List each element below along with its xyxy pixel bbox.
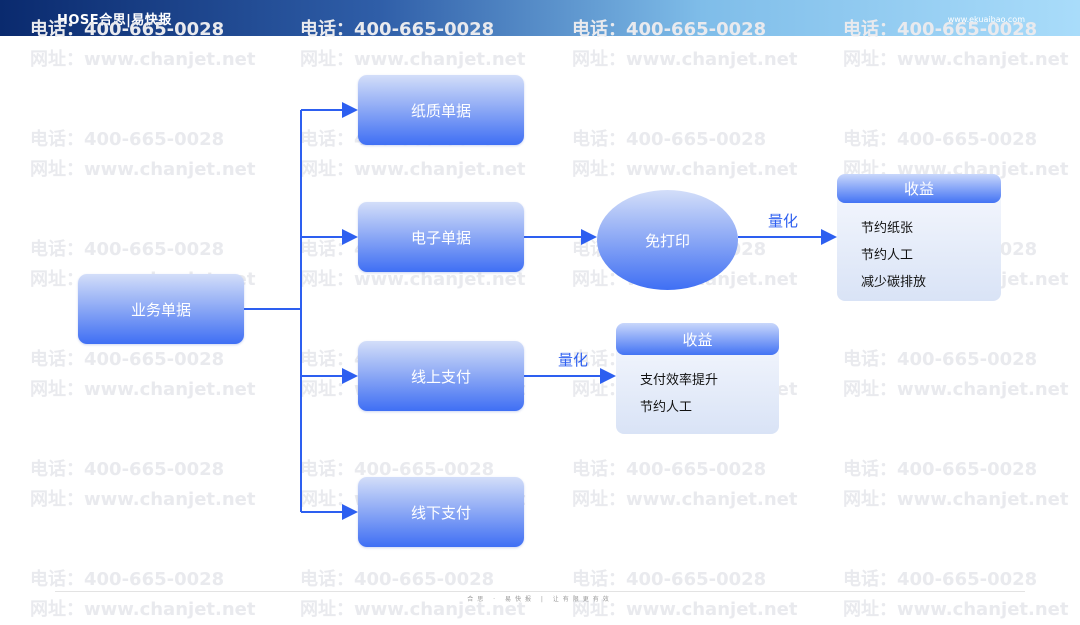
benefit-item: 节约纸张 [861,221,914,236]
watermark-phone: 电话：400-665-0028 [300,459,495,480]
root-node: 业务单据 [78,274,244,344]
watermark-phone: 电话：400-665-0028 [300,19,495,40]
watermark-phone: 电话：400-665-0028 [843,459,1038,480]
watermark-phone: 电话：400-665-0028 [843,129,1038,150]
node-offline-pay: 线下支付 [358,477,524,547]
watermark-web: 网址：www.chanjet.net [30,159,256,180]
watermark-phone: 电话：400-665-0028 [300,569,495,590]
watermark-web: 网址：www.chanjet.net [30,49,256,70]
watermark-phone: 电话：400-665-0028 [30,129,225,150]
watermark-phone: 电话：400-665-0028 [572,569,767,590]
watermark-web: 网址：www.chanjet.net [300,49,526,70]
benefit-title: 收益 [616,323,779,355]
watermark-phone: 电话：400-665-0028 [843,569,1038,590]
benefit-item: 减少碳排放 [861,275,927,290]
benefit-title: 收益 [837,174,1001,203]
footer-slogan: 合思 · 易快报 | 让有限更有效 [467,596,613,603]
quantify-label: 量化 [558,351,589,369]
watermark-web: 网址：www.chanjet.net [572,489,798,510]
watermark-phone: 电话：400-665-0028 [30,349,225,370]
watermark-phone: 电话：400-665-0028 [30,239,225,260]
connectors [244,102,837,520]
benefit-item: 节约人工 [640,400,693,415]
watermark-web: 网址：www.chanjet.net [843,49,1069,70]
watermark-phone: 电话：400-665-0028 [843,19,1038,40]
benefit-item: 节约人工 [861,248,914,263]
benefit-box-2: 收益 支付效率提升 节约人工 [616,323,779,434]
watermark-web: 网址：www.chanjet.net [30,379,256,400]
node-online-pay: 线上支付 [358,341,524,411]
footer-divider [55,591,1025,592]
node-paper: 纸质单据 [358,75,524,145]
benefit-box-1: 收益 节约纸张 节约人工 减少碳排放 [837,174,1001,301]
node-no-print: 免打印 [597,190,738,290]
watermark-web: 网址：www.chanjet.net [572,159,798,180]
watermark-phone: 电话：400-665-0028 [572,129,767,150]
benefit-item: 支付效率提升 [640,373,719,388]
watermark-phone: 电话：400-665-0028 [572,19,767,40]
watermark-phone: 电话：400-665-0028 [30,569,225,590]
header-bar: HOSE合思|易快报 www.ekuaibao.com [0,0,1080,36]
quantify-label: 量化 [768,212,799,230]
watermark-web: 网址：www.chanjet.net [30,489,256,510]
watermark-web: 网址：www.chanjet.net [843,379,1069,400]
watermark-phone: 电话：400-665-0028 [843,349,1038,370]
watermark-web: 网址：www.chanjet.net [300,269,526,290]
site-url: www.ekuaibao.com [947,15,1025,24]
watermark-web: 网址：www.chanjet.net [843,489,1069,510]
node-electronic: 电子单据 [358,202,524,272]
watermark-phone: 电话：400-665-0028 [30,459,225,480]
watermark-phone: 电话：400-665-0028 [30,19,225,40]
logo: HOSE合思|易快报 [57,13,172,28]
watermark-web: 网址：www.chanjet.net [572,49,798,70]
watermark-web: 网址：www.chanjet.net [300,159,526,180]
watermark-phone: 电话：400-665-0028 [572,459,767,480]
